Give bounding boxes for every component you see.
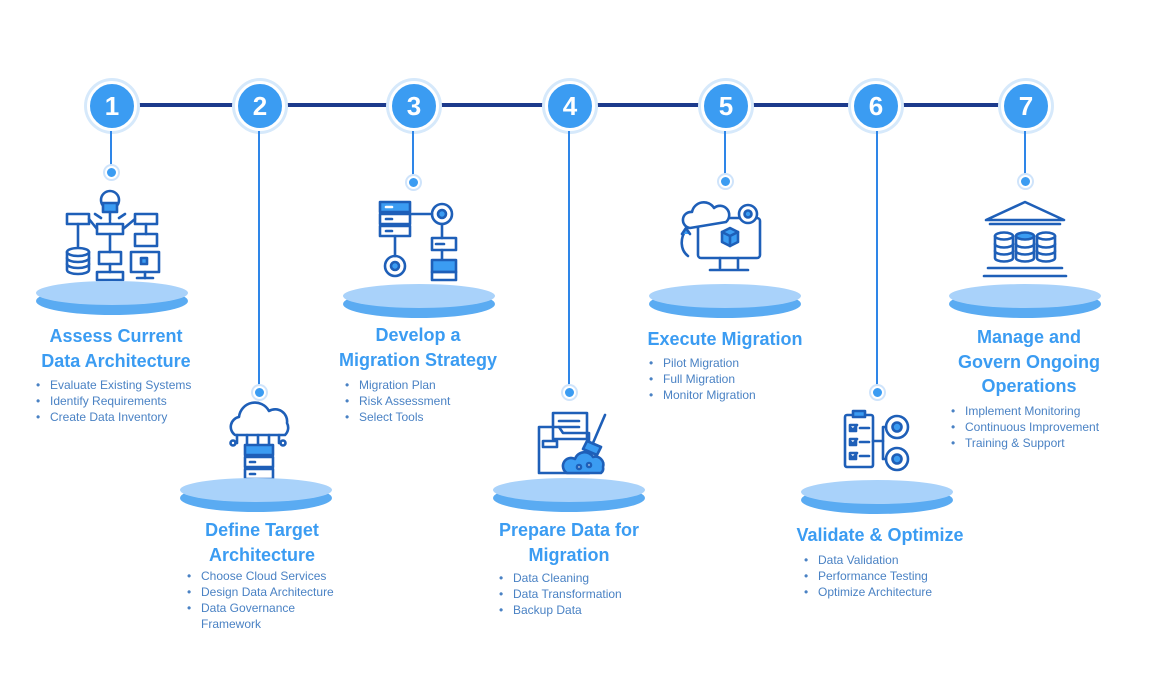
list-item: Data Cleaning bbox=[499, 570, 683, 586]
cloud-server-icon bbox=[203, 393, 313, 503]
list-item: Backup Data bbox=[499, 602, 683, 618]
step-number-badge: 6 bbox=[851, 81, 901, 131]
step-number-badge: 5 bbox=[701, 81, 751, 131]
step-dot bbox=[563, 386, 576, 399]
step-number-badge: 7 bbox=[1001, 81, 1051, 131]
step-dot bbox=[719, 175, 732, 188]
server-gears-icon bbox=[364, 188, 474, 298]
list-item: Select Tools bbox=[345, 409, 529, 425]
checklist-gears-icon bbox=[823, 395, 933, 505]
step-platform bbox=[180, 478, 332, 512]
step-platform bbox=[36, 281, 188, 315]
list-item: Optimize Architecture bbox=[804, 584, 988, 600]
list-item: Full Migration bbox=[649, 371, 833, 387]
list-item: Training & Support bbox=[951, 435, 1135, 451]
list-item: Implement Monitoring bbox=[951, 403, 1135, 419]
step-number-badge: 4 bbox=[545, 81, 595, 131]
list-item: Identify Requirements bbox=[36, 393, 220, 409]
step-platform bbox=[493, 478, 645, 512]
step-items: Evaluate Existing Systems Identify Requi… bbox=[34, 377, 220, 425]
step-connector bbox=[110, 131, 112, 169]
step-items: Migration Plan Risk Assessment Select To… bbox=[343, 377, 529, 425]
list-item: Choose Cloud Services bbox=[187, 568, 371, 584]
list-item: Monitor Migration bbox=[649, 387, 833, 403]
list-item: Risk Assessment bbox=[345, 393, 529, 409]
step-connector bbox=[1024, 131, 1026, 177]
step-number-badge: 2 bbox=[235, 81, 285, 131]
step-platform bbox=[949, 284, 1101, 318]
list-item: Pilot Migration bbox=[649, 355, 833, 371]
list-item: Design Data Architecture bbox=[187, 584, 371, 600]
step-dot bbox=[253, 386, 266, 399]
monitor-cloud-icon bbox=[672, 188, 782, 298]
step-items: Implement Monitoring Continuous Improvem… bbox=[949, 403, 1135, 451]
step-dot bbox=[105, 166, 118, 179]
step-items: Data Validation Performance Testing Opti… bbox=[802, 552, 988, 600]
step-connector bbox=[258, 131, 260, 389]
step-number-badge: 3 bbox=[389, 81, 439, 131]
step-dot bbox=[1019, 175, 1032, 188]
step-items: Pilot Migration Full Migration Monitor M… bbox=[647, 355, 833, 403]
step-title: Execute Migration bbox=[647, 329, 803, 349]
list-item: Migration Plan bbox=[345, 377, 529, 393]
architecture-flowchart-icon bbox=[57, 180, 167, 290]
step-connector bbox=[412, 131, 414, 179]
step-platform bbox=[801, 480, 953, 514]
step-items: Choose Cloud Services Design Data Archit… bbox=[185, 568, 371, 632]
step-dot bbox=[407, 176, 420, 189]
step-connector bbox=[876, 131, 878, 389]
step-dot bbox=[871, 386, 884, 399]
list-item: Performance Testing bbox=[804, 568, 988, 584]
step-number-badge: 1 bbox=[87, 81, 137, 131]
step-connector bbox=[568, 131, 570, 389]
step-title: Validate & Optimize bbox=[796, 525, 964, 545]
data-cleaning-icon bbox=[523, 397, 633, 507]
step-items: Data Cleaning Data Transformation Backup… bbox=[497, 570, 683, 618]
list-item: Data Transformation bbox=[499, 586, 683, 602]
step-connector bbox=[724, 131, 726, 177]
list-item: Evaluate Existing Systems bbox=[36, 377, 220, 393]
database-institution-icon bbox=[970, 184, 1080, 294]
list-item: Data Validation bbox=[804, 552, 988, 568]
list-item: Continuous Improvement bbox=[951, 419, 1135, 435]
step-platform bbox=[649, 284, 801, 318]
list-item: Create Data Inventory bbox=[36, 409, 220, 425]
list-item: Data Governance Framework bbox=[187, 600, 321, 632]
step-platform bbox=[343, 284, 495, 318]
